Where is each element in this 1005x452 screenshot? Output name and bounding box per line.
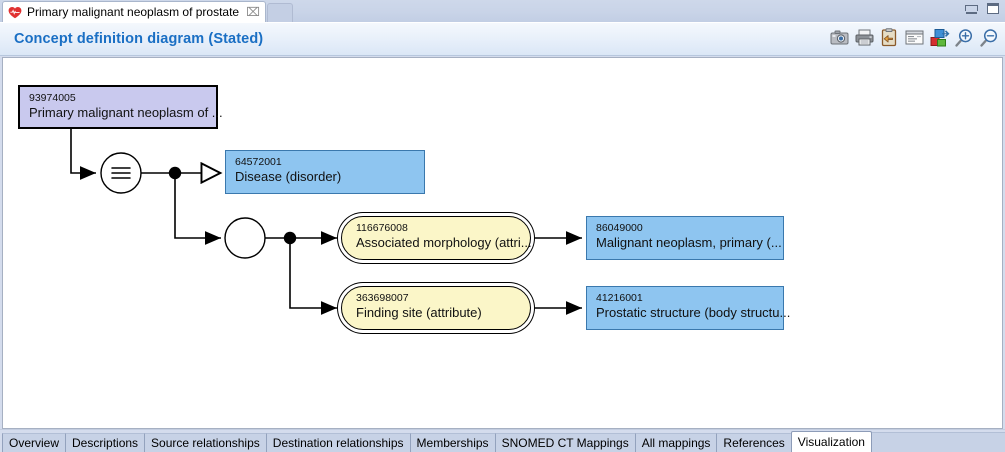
- editor-tab-bar: Primary malignant neoplasm of prostate ⌧: [0, 0, 1005, 22]
- node-sctid: 64572001: [235, 156, 282, 168]
- node-attribute-finding-site[interactable]: 363698007 Finding site (attribute): [341, 286, 531, 330]
- print-icon[interactable]: [854, 27, 875, 48]
- minimize-icon[interactable]: [965, 4, 978, 14]
- zoom-in-icon[interactable]: [954, 27, 975, 48]
- node-term: Primary malignant neoplasm of ...: [29, 105, 223, 121]
- zoom-out-icon[interactable]: [979, 27, 1000, 48]
- page-title: Concept definition diagram (Stated): [14, 31, 264, 47]
- node-term: Disease (disorder): [235, 169, 342, 185]
- tab-overview[interactable]: Overview: [2, 433, 67, 452]
- screenshot-icon[interactable]: [829, 27, 850, 48]
- tab-snomed-ct-mappings[interactable]: SNOMED CT Mappings: [494, 433, 636, 452]
- close-icon[interactable]: ⌧: [246, 5, 260, 19]
- node-term: Malignant neoplasm, primary (...: [596, 235, 782, 251]
- maximize-icon[interactable]: [987, 3, 999, 14]
- details-window-icon[interactable]: [904, 27, 925, 48]
- node-parent-disease[interactable]: 64572001 Disease (disorder): [225, 150, 425, 194]
- view-toolbar: [829, 27, 1000, 48]
- editor-tab-inactive[interactable]: [266, 3, 293, 22]
- node-attribute-associated-morphology[interactable]: 116676008 Associated morphology (attri..…: [341, 216, 532, 260]
- tab-references[interactable]: References: [716, 433, 792, 452]
- node-focus-concept[interactable]: 93974005 Primary malignant neoplasm of .…: [18, 85, 223, 129]
- equivalence-circle: [100, 152, 142, 194]
- editor-tab-label: Primary malignant neoplasm of prostate: [27, 5, 240, 19]
- tab-source-relationships[interactable]: Source relationships: [144, 433, 267, 452]
- tab-visualization[interactable]: Visualization: [790, 431, 872, 452]
- node-value-malignant-neoplasm[interactable]: 86049000 Malignant neoplasm, primary (..…: [586, 216, 784, 260]
- node-term: Finding site (attribute): [356, 305, 482, 321]
- role-group-circle: [224, 217, 266, 259]
- node-sctid: 41216001: [596, 292, 643, 304]
- node-value-prostatic-structure[interactable]: 41216001 Prostatic structure (body struc…: [586, 286, 791, 330]
- tab-descriptions[interactable]: Descriptions: [65, 433, 146, 452]
- snomed-heart-icon: [8, 6, 22, 19]
- isa-junction-dot: [168, 166, 182, 180]
- node-sctid: 86049000: [596, 222, 643, 234]
- diagram-canvas-area: 93974005 Primary malignant neoplasm of .…: [0, 56, 1005, 429]
- tab-all-mappings[interactable]: All mappings: [634, 433, 718, 452]
- tab-destination-relationships[interactable]: Destination relationships: [265, 433, 411, 452]
- node-sctid: 93974005: [29, 92, 76, 104]
- node-term: Associated morphology (attri...: [356, 235, 532, 251]
- editor-tab-active[interactable]: Primary malignant neoplasm of prostate ⌧: [2, 1, 266, 22]
- tab-strip-filler: [870, 432, 1005, 452]
- node-term: Prostatic structure (body structu...: [596, 305, 791, 321]
- property-tab-strip: Overview Descriptions Source relationshi…: [0, 429, 1005, 452]
- diagram-edges: [70, 129, 582, 315]
- concept-definition-diagram[interactable]: 93974005 Primary malignant neoplasm of .…: [2, 57, 1003, 429]
- node-sctid: 116676008: [356, 222, 408, 234]
- view-header: Concept definition diagram (Stated): [0, 22, 1005, 56]
- rolegroup-junction-dot: [283, 231, 297, 245]
- tab-memberships[interactable]: Memberships: [409, 433, 496, 452]
- node-sctid: 363698007: [356, 292, 409, 304]
- clipboard-icon[interactable]: [879, 27, 900, 48]
- export-layers-icon[interactable]: [929, 27, 950, 48]
- window-controls: [965, 3, 999, 14]
